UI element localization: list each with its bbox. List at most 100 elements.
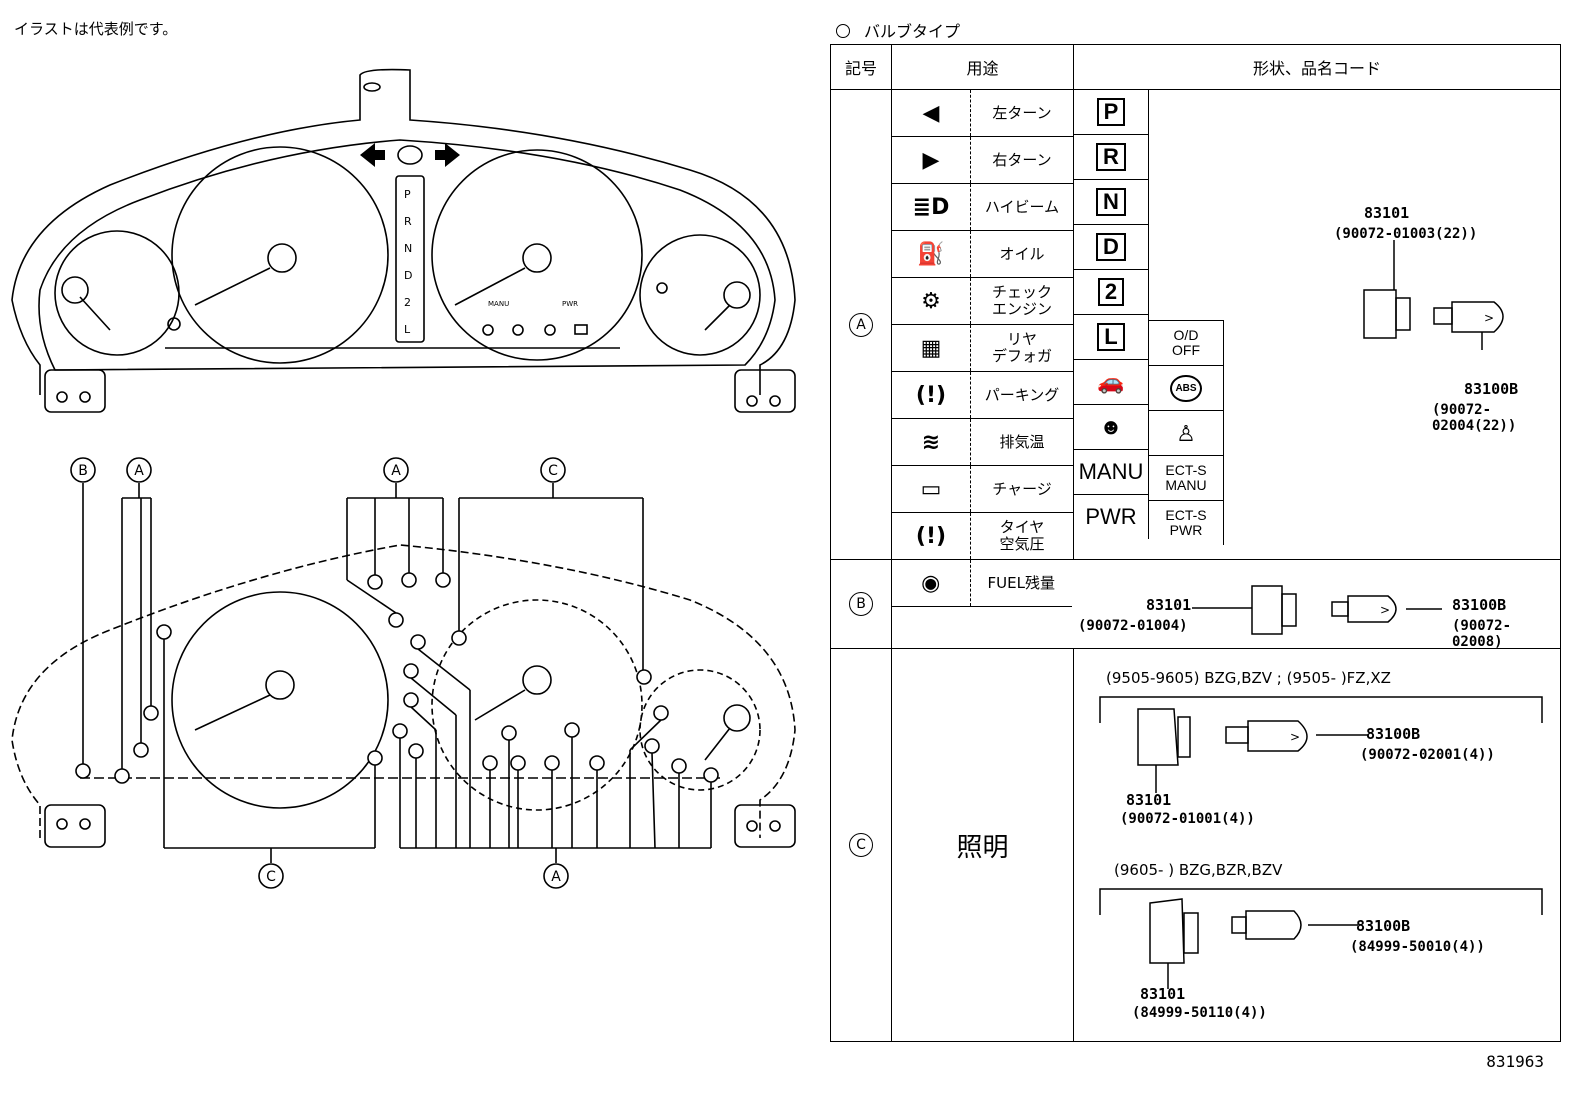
symbol-ect-s-manu: ECT-S MANU (1149, 456, 1224, 501)
airbag-icon: ☻ (1074, 405, 1149, 450)
row-c-group2-socket-code: 83101 (1140, 985, 1186, 1003)
use-exhaust-temp: ≋排気温 (892, 419, 1073, 466)
high-beam-icon: ≣D (892, 184, 971, 230)
symbol-pwr: PWR (1074, 495, 1149, 539)
row-b-bulb-part: (90072-02008) (1452, 618, 1512, 650)
row-c-symbol: C (830, 648, 892, 1042)
row-a-bulb-drawing: > (1363, 240, 1504, 350)
symbol-2: 2 (1074, 270, 1149, 315)
circle-icon (836, 24, 850, 38)
manu-label: MANU (488, 300, 509, 308)
legend-title: バルブタイプ (836, 18, 960, 42)
parking-brake-icon: (!) (892, 372, 971, 418)
use-oil: ⛽オイル (892, 231, 1073, 278)
symbol-d: D (1074, 225, 1149, 270)
row-a-symbol: A (830, 89, 892, 560)
symbol-od-off: O/D OFF (1149, 320, 1224, 366)
symbol-abs: ABS (1149, 366, 1224, 411)
symbol-ect-s-pwr: ECT-S PWR (1149, 501, 1224, 545)
fuel-warning-icon: ◉ (892, 560, 971, 606)
use-left-turn: ◀左ターン (892, 90, 1073, 137)
row-c-group1-drawing: > (1099, 696, 1543, 793)
row-b-socket-code: 83101 (1146, 596, 1192, 614)
svg-text:>: > (1484, 311, 1494, 325)
row-c-group2-bulb-part: (84999-50010(4)) (1350, 939, 1485, 955)
symbol-r: R (1074, 135, 1149, 180)
cluster-rear: B A A C C A (11, 457, 796, 889)
callout-c-bottom: C (266, 869, 276, 885)
use-check-engine: ⚙チェック エンジン (892, 278, 1073, 325)
exhaust-temp-icon: ≋ (892, 419, 971, 465)
symbol-l: L (1074, 315, 1149, 360)
symbol-column-1: P R N D 2 L 🚗 ☻ MANU PWR (1074, 90, 1149, 545)
use-tire-pressure: (!)タイヤ 空気圧 (892, 513, 1073, 559)
callout-c-top: C (548, 463, 558, 479)
gear-l: L (404, 323, 411, 336)
row-a-socket-code: 83101 (1364, 204, 1410, 222)
left-arrow-icon: ◀ (892, 90, 971, 136)
illustration-note: イラストは代表例です。 (14, 20, 178, 38)
header-shape: 形状、品名コード (1073, 44, 1561, 90)
row-c-group1-bulb-code: 83100B (1366, 725, 1421, 743)
high-beam-icon (397, 145, 423, 165)
tachometer (431, 149, 643, 361)
row-a-bulb-code: 83100B (1464, 380, 1519, 398)
gear-n: N (404, 242, 412, 255)
symbol-column-2: O/D OFF ABS ♙ ECT-S MANU ECT-S PWR (1149, 90, 1224, 545)
document-number: 831963 (1486, 1052, 1544, 1071)
row-a-socket-part: (90072-01003(22)) (1334, 226, 1478, 242)
speedometer (171, 146, 389, 364)
engine-icon: ⚙ (892, 278, 971, 324)
use-rear-defogger: ▦リヤ デフォガ (892, 325, 1073, 372)
row-c-shape: (9505-9605) BZG,BZV ; (9505- )FZ,XZ > 83… (1073, 648, 1561, 1042)
gear-2: 2 (404, 296, 411, 309)
row-b-bulb-code: 83100B (1452, 596, 1507, 614)
row-c-group1-bulb-part: (90072-02001(4)) (1360, 747, 1495, 763)
row-c-group2-drawing (1099, 888, 1543, 989)
door-icon: 🚗 (1074, 360, 1149, 405)
row-a-shape: P R N D 2 L 🚗 ☻ MANU PWR O/D OFF ABS ♙ E… (1073, 89, 1561, 560)
oil-can-icon: ⛽ (892, 231, 971, 277)
row-b-bulb-drawing: > (1192, 585, 1442, 635)
row-c-group1-socket-code: 83101 (1126, 791, 1172, 809)
cluster-drawings: P R N D 2 L MANU PWR (11, 68, 796, 889)
row-c-group1-condition: (9505-9605) BZG,BZV ; (9505- )FZ,XZ (1106, 669, 1391, 687)
gear-d: D (404, 269, 412, 282)
callout-a-top: A (391, 463, 401, 479)
row-b-symbol: B (830, 559, 892, 649)
right-small-gauge (639, 234, 761, 356)
row-a-bulb-part: (90072-02004(22)) (1432, 402, 1517, 434)
pwr-label: PWR (562, 300, 578, 308)
header-symbol: 記号 (830, 44, 892, 90)
use-fuel: ◉FUEL残量 (892, 560, 1072, 607)
left-arrow-icon (360, 143, 385, 167)
callout-b: B (78, 463, 88, 479)
callout-a-bottom: A (551, 869, 561, 885)
row-a-bulb-figure: 83101 (90072-01003(22)) > 83100B (90072-… (1224, 90, 1560, 545)
right-arrow-icon: ▶ (892, 137, 971, 183)
symbol-p: P (1074, 90, 1149, 135)
rear-defogger-icon: ▦ (892, 325, 971, 371)
svg-text:>: > (1380, 603, 1390, 617)
row-c-group2-condition: (9605- ) BZG,BZR,BZV (1114, 861, 1283, 879)
row-b-content: ◉FUEL残量 83101 (90072-01004) > 83100B (90… (891, 559, 1561, 650)
row-c-group2-socket-part: (84999-50110(4)) (1132, 1005, 1267, 1021)
svg-text:>: > (1290, 730, 1300, 744)
gear-r: R (404, 215, 412, 228)
tire-pressure-icon: (!) (892, 513, 971, 559)
use-right-turn: ▶右ターン (892, 137, 1073, 184)
row-c-group1-socket-part: (90072-01001(4)) (1120, 811, 1255, 827)
use-charge: ▭チャージ (892, 466, 1073, 513)
row-c-use: 照明 (891, 648, 1074, 1042)
symbol-manu: MANU (1074, 450, 1149, 495)
legend-title-text: バルブタイプ (864, 22, 961, 41)
symbol-n: N (1074, 180, 1149, 225)
gear-p: P (404, 188, 411, 201)
right-arrow-icon (435, 143, 460, 167)
row-c-group2-bulb-code: 83100B (1356, 917, 1411, 935)
use-parking: (!)パーキング (892, 372, 1073, 419)
header-use: 用途 (891, 44, 1074, 90)
row-b-socket-part: (90072-01004) (1078, 618, 1188, 634)
